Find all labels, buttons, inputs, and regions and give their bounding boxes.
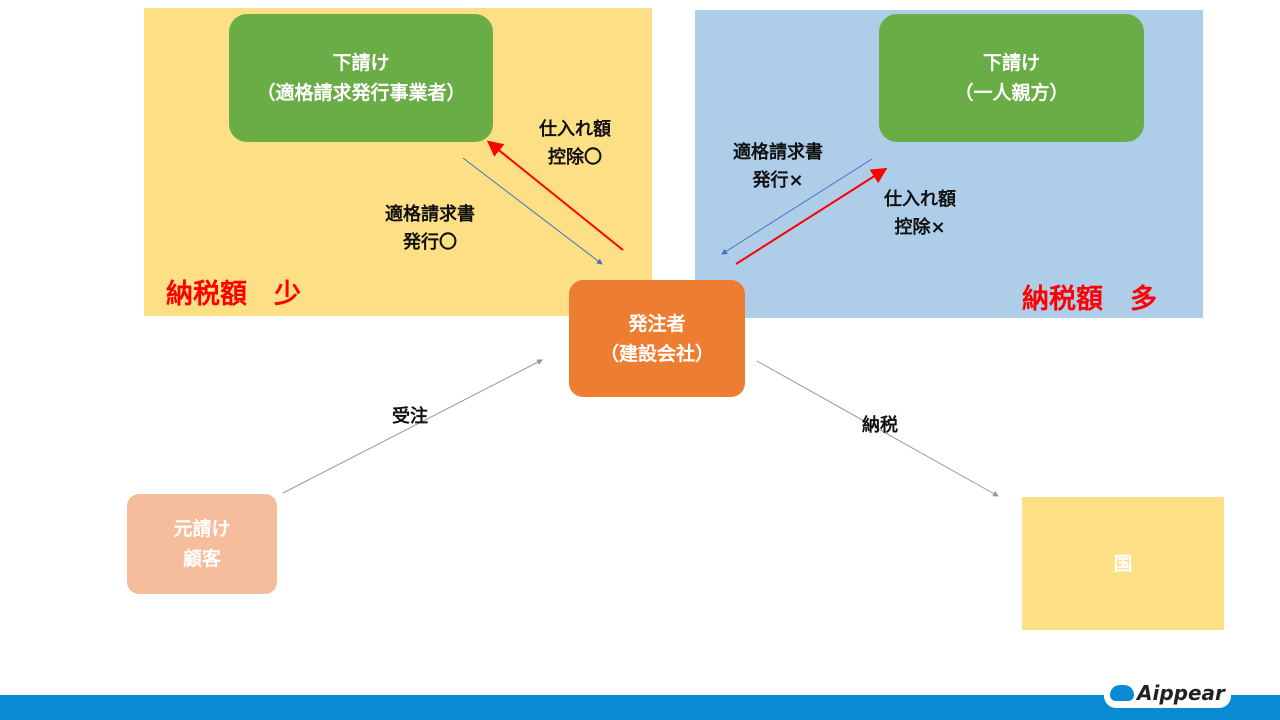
left-invoice-label: 適格請求書 発行〇: [360, 201, 500, 257]
right-deduction-label: 仕入れ額 控除×: [855, 186, 985, 242]
text: 控除〇: [548, 147, 602, 168]
tax-small-label: 納税額 少: [166, 279, 301, 310]
logo-text: Aippear: [1137, 681, 1225, 705]
tax-payment-label: 納税: [862, 415, 898, 436]
box-label: 国: [1113, 552, 1133, 575]
aippear-logo: Aippear: [1104, 678, 1231, 708]
box-line2: （建設会社）: [599, 342, 714, 365]
orderer-box: 発注者 （建設会社）: [569, 280, 745, 397]
left-deduction-arrow: [486, 140, 624, 251]
text: 適格請求書: [733, 142, 823, 163]
text: 発行〇: [403, 232, 457, 253]
state-box: 国: [1022, 497, 1224, 630]
right-invoice-arrow: [721, 158, 873, 255]
box-line2: 顧客: [182, 548, 221, 570]
text: 適格請求書: [385, 204, 475, 225]
subcontractor-solo-box: 下請け （一人親方）: [879, 14, 1144, 142]
box-line2: （適格請求発行事業者）: [256, 82, 466, 104]
text: 控除×: [894, 217, 946, 238]
order-label: 受注: [392, 406, 428, 427]
subcontractor-qualified-box: 下請け （適格請求発行事業者）: [229, 14, 493, 142]
box-line1: 元請け: [173, 518, 231, 540]
text: 仕入れ額: [884, 189, 956, 210]
order-arrow: [282, 359, 543, 494]
right-deduction-arrow: [735, 167, 888, 265]
box-line2: （一人親方）: [954, 82, 1069, 104]
box-line1: 発注者: [628, 312, 686, 335]
tax-arrow: [756, 360, 999, 497]
left-invoice-arrow: [462, 157, 603, 265]
text: 発行×: [752, 170, 804, 191]
right-invoice-label: 適格請求書 発行×: [708, 139, 848, 195]
cloud-icon: [1110, 685, 1134, 701]
left-deduction-label: 仕入れ額 控除〇: [510, 116, 640, 172]
text: 仕入れ額: [539, 119, 611, 140]
footer-bar: [0, 695, 1280, 720]
box-line1: 下請け: [332, 52, 390, 74]
box-line1: 下請け: [982, 52, 1040, 74]
tax-large-label: 納税額 多: [1022, 284, 1157, 315]
client-box: 元請け 顧客: [127, 494, 277, 594]
